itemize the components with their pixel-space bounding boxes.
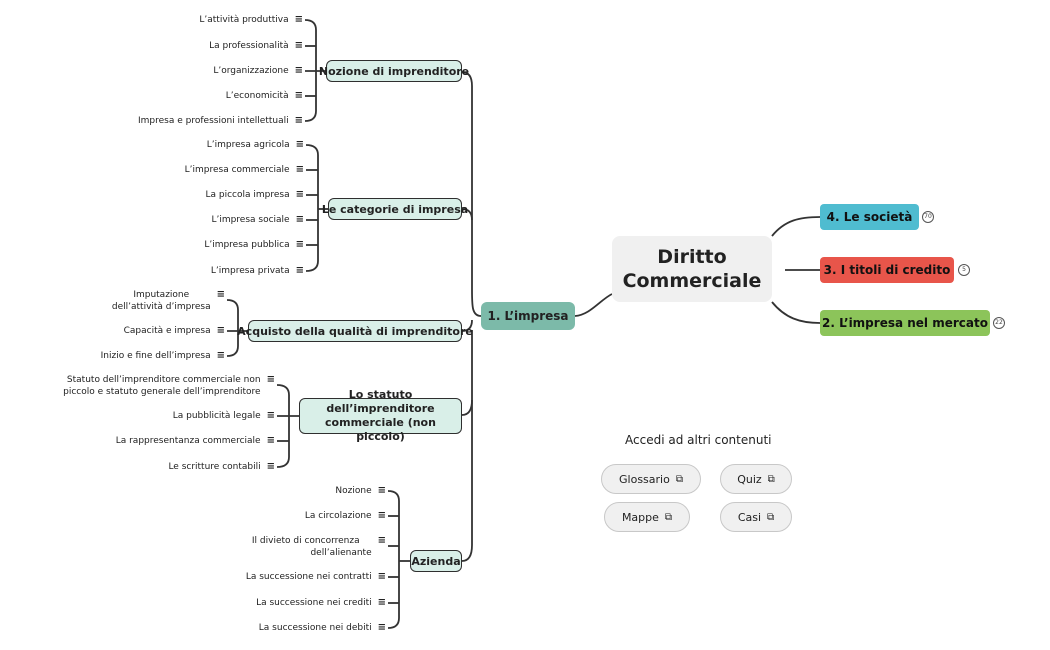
branch-label: 2. L’impresa nel mercato — [822, 316, 988, 330]
notes-icon: ≡ — [295, 214, 304, 225]
notes-icon: ≡ — [216, 350, 225, 361]
branch-impresa-nel-mercato[interactable]: 2. L’impresa nel mercato — [820, 310, 990, 336]
topic-label: Azienda — [411, 554, 461, 568]
notes-icon: ≡ — [294, 40, 303, 51]
leaf-item[interactable]: L’organizzazione≡ — [213, 65, 303, 76]
branch-titoli-di-credito[interactable]: 3. I titoli di credito — [820, 257, 954, 283]
notes-icon: ≡ — [295, 189, 304, 200]
leaf-item[interactable]: La pubblicità legale≡ — [172, 410, 275, 421]
notes-icon: ≡ — [216, 325, 225, 336]
leaf-item[interactable]: L’economicità≡ — [225, 90, 303, 101]
topic-acquisto-qualita-imprenditore[interactable]: Acquisto della qualità di imprenditore — [237, 320, 473, 342]
notes-icon: ≡ — [266, 435, 275, 446]
leaf-item[interactable]: Inizio e fine dell’impresa≡ — [100, 350, 225, 361]
notes-icon: ≡ — [377, 597, 386, 608]
access-title: Accedi ad altri contenuti — [625, 433, 772, 447]
notes-icon: ≡ — [295, 164, 304, 175]
leaf-item[interactable]: La successione nei debiti≡ — [258, 622, 386, 633]
notes-icon: ≡ — [295, 239, 304, 250]
leaf-item[interactable]: Nozione≡ — [335, 485, 386, 496]
topic-azienda[interactable]: Azienda — [410, 550, 462, 572]
external-link-icon: ⧉ — [675, 473, 683, 485]
leaf-item[interactable]: La piccola impresa≡ — [205, 189, 305, 200]
topic-nozione-di-imprenditore[interactable]: Nozione di imprenditore — [319, 60, 469, 82]
leaf-item[interactable]: La professionalità≡ — [209, 40, 303, 51]
topic-label: Nozione di imprenditore — [318, 64, 470, 78]
notes-icon: ≡ — [294, 65, 303, 76]
central-title-line2: Commerciale — [622, 270, 762, 292]
count-badge: 5 — [958, 264, 970, 276]
notes-icon: ≡ — [377, 571, 386, 582]
topic-label: Acquisto della qualità di imprenditore — [237, 324, 473, 338]
notes-icon: ≡ — [266, 410, 275, 421]
leaf-item[interactable]: L’impresa sociale≡ — [211, 214, 304, 225]
branch-le-societa[interactable]: 4. Le società — [820, 204, 919, 230]
branch-label: 1. L’impresa — [487, 309, 569, 323]
casi-button[interactable]: Casi⧉ — [720, 502, 792, 532]
leaf-item[interactable]: Capacità e impresa≡ — [123, 325, 225, 336]
central-title-line1: Diritto — [657, 246, 727, 268]
leaf-item[interactable]: Impresa e professioni intellettuali≡ — [138, 115, 303, 126]
notes-icon: ≡ — [295, 265, 304, 276]
notes-icon: ≡ — [216, 289, 225, 300]
leaf-item[interactable]: Statuto dell’imprenditore commerciale no… — [63, 374, 275, 397]
leaf-item[interactable]: L’impresa agricola≡ — [206, 139, 304, 150]
notes-icon: ≡ — [294, 115, 303, 126]
leaf-item[interactable]: L’impresa privata≡ — [210, 265, 304, 276]
notes-icon: ≡ — [266, 461, 275, 472]
notes-icon: ≡ — [295, 139, 304, 150]
leaf-item[interactable]: La successione nei contratti≡ — [245, 571, 386, 582]
leaf-item[interactable]: L’impresa pubblica≡ — [204, 239, 304, 250]
external-link-icon: ⧉ — [767, 511, 775, 523]
leaf-item[interactable]: La circolazione≡ — [304, 510, 386, 521]
notes-icon: ≡ — [294, 90, 303, 101]
external-link-icon: ⧉ — [664, 511, 673, 523]
topic-label-line1: Lo statuto dell’imprenditore — [326, 388, 435, 415]
notes-icon: ≡ — [377, 485, 386, 496]
central-topic[interactable]: Diritto Commerciale — [612, 236, 772, 302]
count-badge: 70 — [922, 211, 934, 223]
mappe-button[interactable]: Mappe⧉ — [604, 502, 690, 532]
quiz-button[interactable]: Quiz⧉ — [720, 464, 792, 494]
external-link-icon: ⧉ — [767, 473, 775, 485]
branch-label: 3. I titoli di credito — [823, 263, 951, 277]
notes-icon: ≡ — [377, 622, 386, 633]
notes-icon: ≡ — [294, 14, 303, 25]
leaf-item[interactable]: L’attività produttiva≡ — [199, 14, 303, 25]
branch-impresa[interactable]: 1. L’impresa — [481, 302, 575, 330]
topic-label-line2: commerciale (non piccolo) — [325, 416, 436, 443]
topic-label: Le categorie di impresa — [321, 202, 469, 216]
branch-label: 4. Le società — [826, 210, 913, 224]
leaf-item[interactable]: L’impresa commerciale≡ — [184, 164, 304, 175]
leaf-item[interactable]: La successione nei crediti≡ — [256, 597, 386, 608]
count-badge: 22 — [993, 317, 1005, 329]
topic-statuto-imprenditore-commerciale[interactable]: Lo statuto dell’imprenditore commerciale… — [299, 388, 462, 443]
leaf-item[interactable]: La rappresentanza commerciale≡ — [115, 435, 275, 446]
glossario-button[interactable]: Glossario⧉ — [601, 464, 701, 494]
topic-categorie-di-impresa[interactable]: Le categorie di impresa — [322, 198, 468, 220]
notes-icon: ≡ — [377, 510, 386, 521]
leaf-item[interactable]: Le scritture contabili≡ — [168, 461, 275, 472]
notes-icon: ≡ — [377, 535, 386, 546]
notes-icon: ≡ — [266, 374, 275, 385]
